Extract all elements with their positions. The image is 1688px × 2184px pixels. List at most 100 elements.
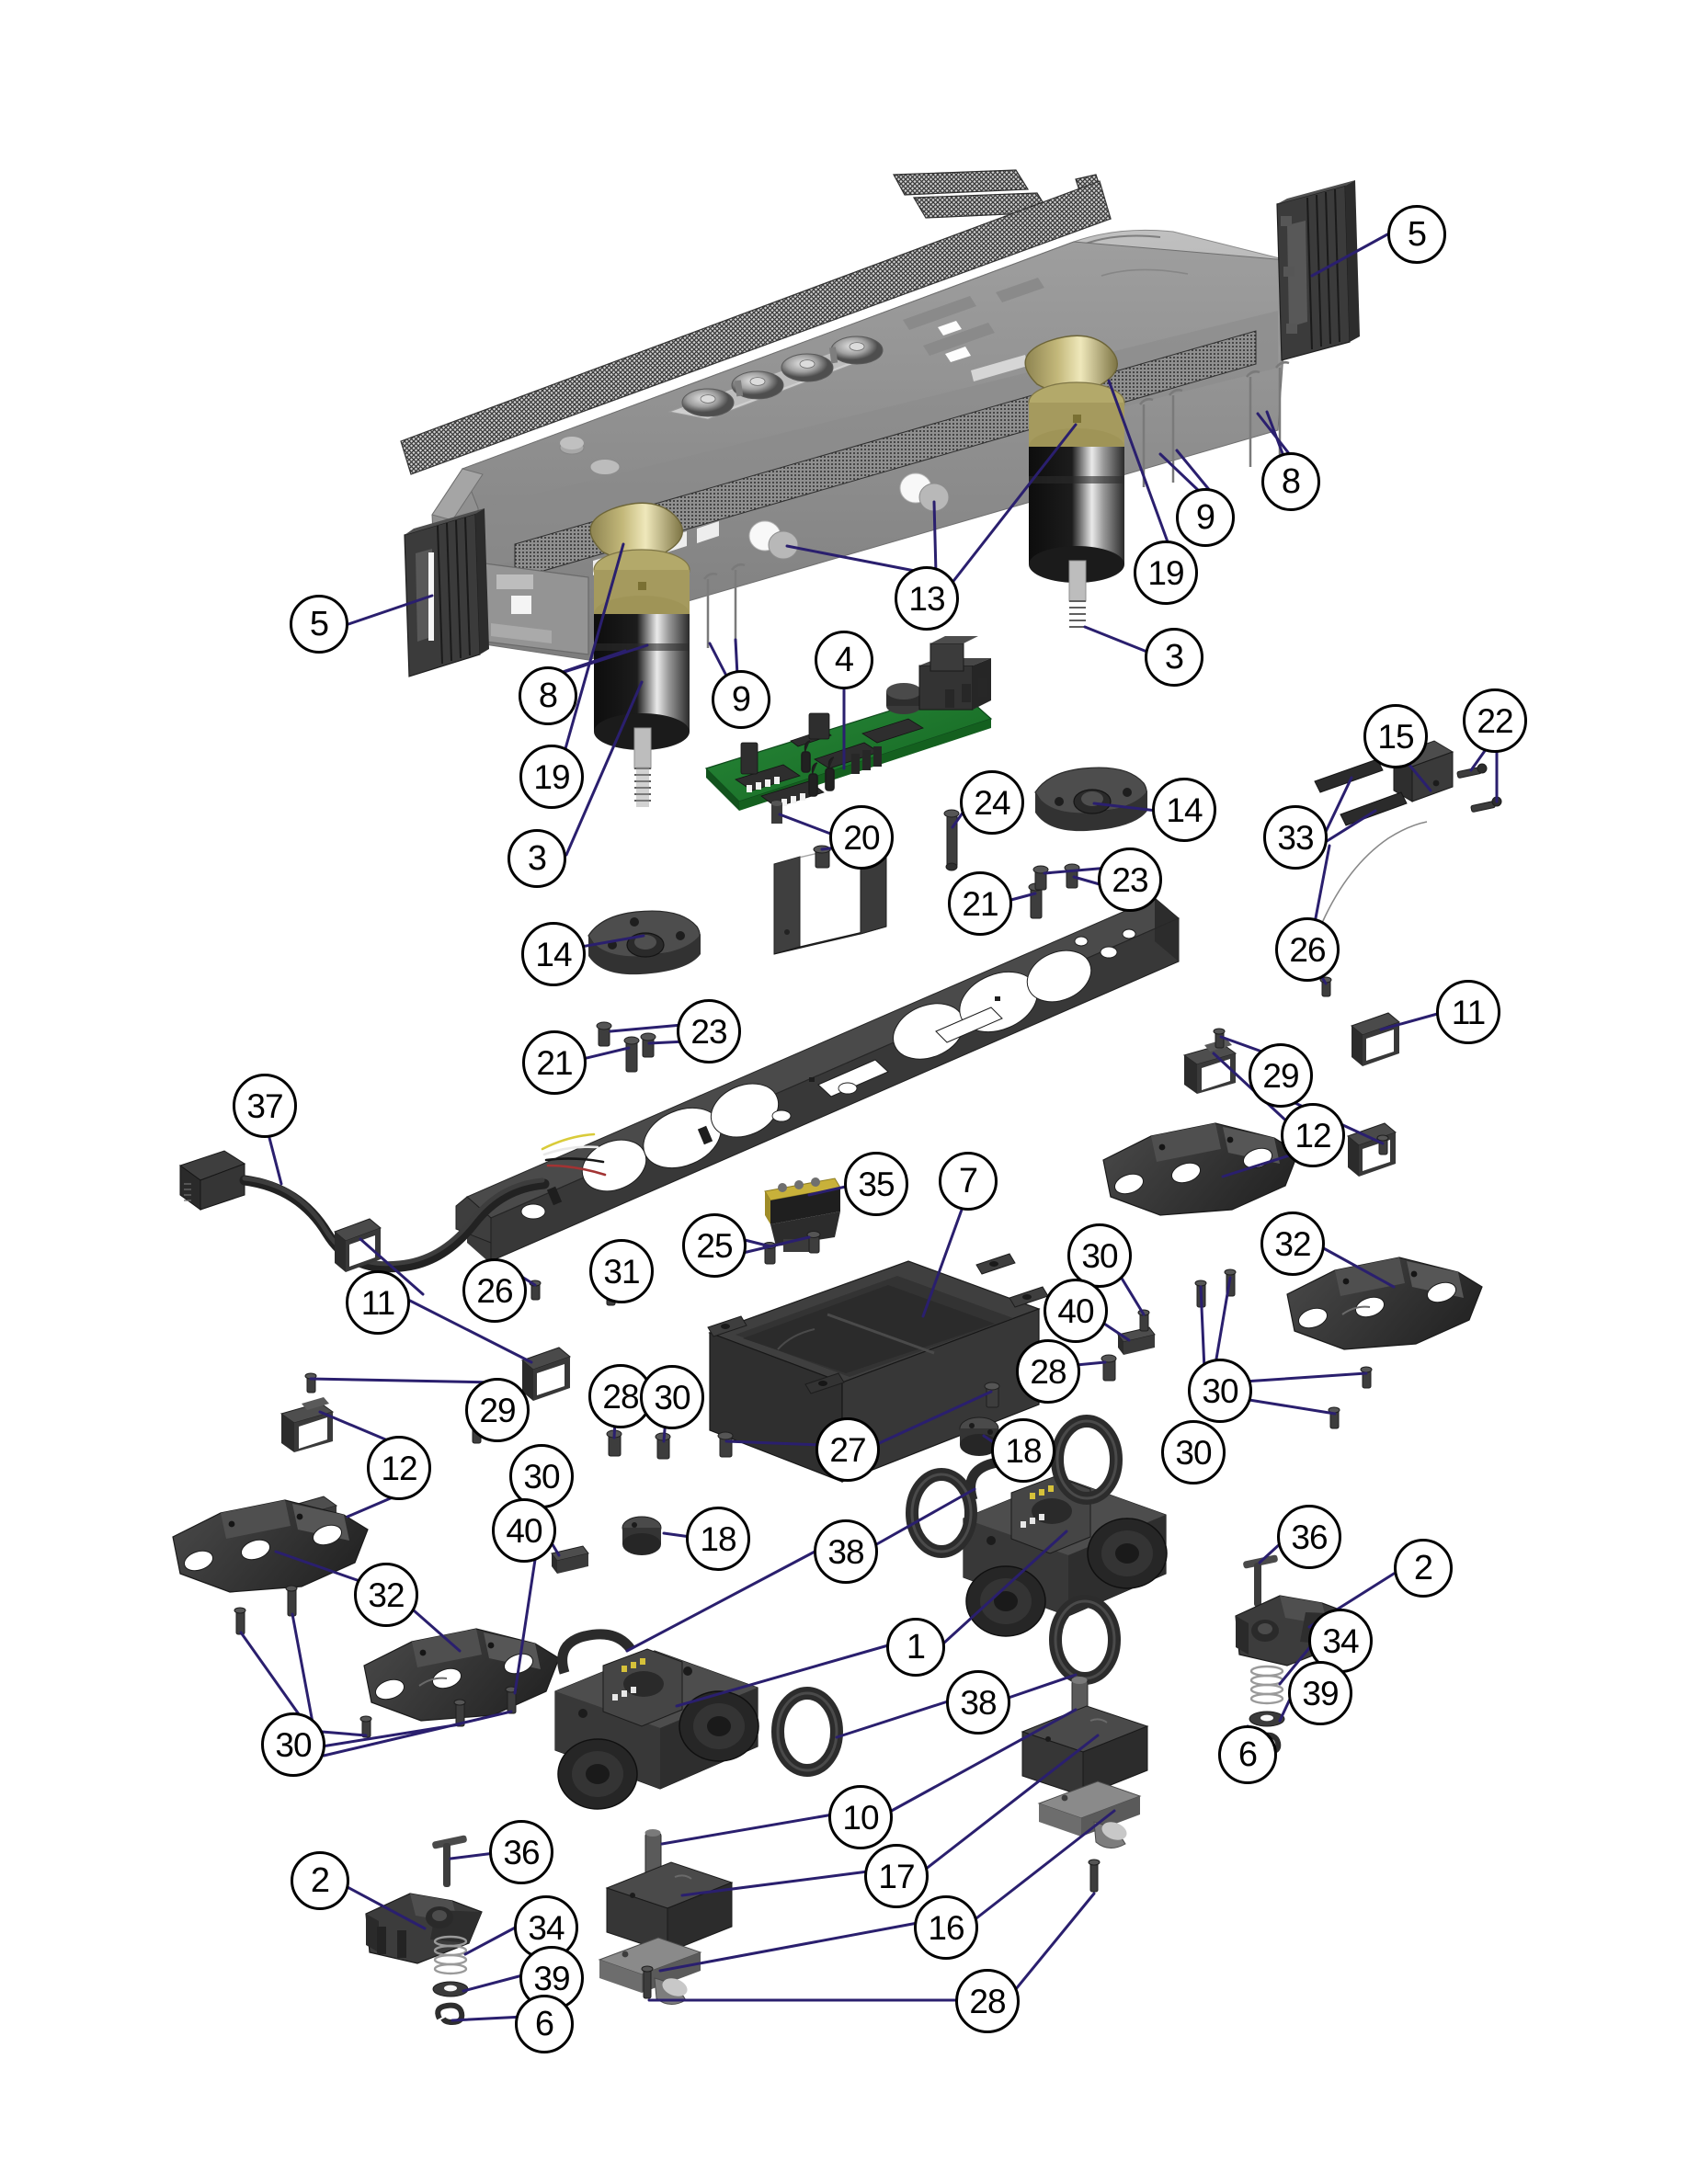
coupler-box-assembly-lower [598, 1829, 734, 2005]
callout-bubble-30[interactable]: 30 [261, 1712, 325, 1777]
callout-number: 3 [1164, 638, 1184, 677]
callout-number: 30 [523, 1457, 560, 1496]
callout-bubble-2[interactable]: 2 [291, 1851, 349, 1910]
callout-bubble-11[interactable]: 11 [346, 1270, 410, 1335]
callout-bubble-6[interactable]: 6 [1218, 1725, 1277, 1784]
callout-bubble-35[interactable]: 35 [844, 1152, 908, 1216]
callout-bubble-17[interactable]: 17 [864, 1844, 929, 1908]
callout-bubble-21[interactable]: 21 [948, 871, 1012, 936]
callout-bubble-23[interactable]: 23 [677, 999, 741, 1064]
callout-bubble-3[interactable]: 3 [508, 829, 566, 888]
callout-bubble-30[interactable]: 30 [1067, 1223, 1132, 1288]
callout-bubble-8[interactable]: 8 [519, 666, 577, 725]
callout-bubble-40[interactable]: 40 [1044, 1279, 1108, 1343]
bolster-cap-left [279, 1397, 335, 1452]
brake-shoe-detail-right [1117, 1326, 1156, 1355]
callout-number: 36 [503, 1833, 540, 1871]
callout-bubble-29[interactable]: 29 [465, 1378, 530, 1442]
screw-24 [943, 809, 960, 871]
callout-bubble-33[interactable]: 33 [1263, 805, 1328, 870]
callout-number: 6 [534, 2005, 554, 2043]
callout-bubble-7[interactable]: 7 [939, 1152, 998, 1211]
truck-assembly-rear [963, 1456, 1168, 1637]
callout-bubble-4[interactable]: 4 [815, 631, 873, 689]
callout-bubble-15[interactable]: 15 [1363, 704, 1428, 768]
callout-bubble-13[interactable]: 13 [895, 566, 959, 631]
callout-number: 9 [731, 680, 751, 719]
callout-bubble-5[interactable]: 5 [1387, 205, 1446, 264]
callout-bubble-21[interactable]: 21 [522, 1030, 587, 1095]
callout-number: 25 [696, 1226, 733, 1265]
callout-bubble-24[interactable]: 24 [960, 770, 1024, 835]
callout-bubble-25[interactable]: 25 [682, 1213, 747, 1278]
callout-bubble-14[interactable]: 14 [521, 922, 586, 986]
coupler-box-cover-upper [1021, 1705, 1149, 1797]
callout-number: 34 [528, 1908, 565, 1947]
callout-number: 18 [700, 1519, 736, 1558]
callout-bubble-32[interactable]: 32 [354, 1563, 418, 1627]
callout-number: 10 [842, 1798, 879, 1837]
callout-bubble-37[interactable]: 37 [233, 1074, 297, 1138]
callout-bubble-32[interactable]: 32 [1260, 1211, 1325, 1276]
callout-bubble-6[interactable]: 6 [515, 1995, 574, 2053]
callout-number: 40 [506, 1511, 542, 1550]
callout-bubble-10[interactable]: 10 [828, 1785, 893, 1849]
callout-bubble-36[interactable]: 36 [1277, 1505, 1341, 1569]
callout-bubble-3[interactable]: 3 [1145, 628, 1203, 687]
callout-number: 30 [1081, 1236, 1118, 1275]
callout-bubble-29[interactable]: 29 [1249, 1043, 1313, 1108]
callout-bubble-30[interactable]: 30 [640, 1365, 704, 1429]
callout-bubble-31[interactable]: 31 [589, 1239, 654, 1303]
callout-bubble-1[interactable]: 1 [886, 1618, 945, 1677]
callout-bubble-9[interactable]: 9 [1176, 488, 1235, 547]
callout-number: 22 [1477, 701, 1513, 740]
wheel-set [557, 1690, 759, 1810]
callout-number: 11 [360, 1283, 395, 1322]
callout-bubble-26[interactable]: 26 [462, 1258, 527, 1323]
callout-bubble-28[interactable]: 28 [955, 1969, 1020, 2033]
coupler-trip-pin-left [432, 1835, 467, 1887]
callout-number: 7 [958, 1162, 978, 1200]
wiring-harness [178, 1132, 607, 1273]
callout-bubble-30[interactable]: 30 [1188, 1359, 1252, 1423]
callout-bubble-39[interactable]: 39 [1288, 1661, 1352, 1725]
callout-bubble-38[interactable]: 38 [814, 1519, 878, 1584]
callout-bubble-12[interactable]: 12 [1281, 1103, 1345, 1167]
callout-number: 30 [1175, 1433, 1212, 1472]
callout-bubble-14[interactable]: 14 [1152, 778, 1216, 842]
traction-tire-a [906, 1468, 977, 1558]
callout-number: 2 [1413, 1549, 1433, 1587]
callout-bubble-28[interactable]: 28 [1016, 1339, 1080, 1404]
callout-bubble-27[interactable]: 27 [815, 1417, 880, 1482]
callout-bubble-22[interactable]: 22 [1463, 688, 1527, 753]
callout-number: 9 [1195, 498, 1215, 537]
circuit-board [704, 636, 993, 824]
callout-bubble-20[interactable]: 20 [829, 805, 894, 870]
callout-bubble-9[interactable]: 9 [712, 670, 770, 729]
callout-number: 23 [1112, 860, 1148, 899]
callout-bubble-19[interactable]: 19 [1134, 540, 1198, 605]
callout-bubble-30[interactable]: 30 [509, 1444, 574, 1508]
callout-bubble-26[interactable]: 26 [1275, 917, 1340, 982]
callout-bubble-38[interactable]: 38 [946, 1670, 1010, 1735]
callout-bubble-18[interactable]: 18 [686, 1507, 750, 1571]
callout-number: 14 [535, 935, 572, 973]
callout-bubble-16[interactable]: 16 [914, 1895, 978, 1960]
callout-bubble-30[interactable]: 30 [1161, 1420, 1226, 1484]
callout-bubble-23[interactable]: 23 [1098, 847, 1162, 912]
roof-screen-strips [400, 169, 1112, 475]
callout-bubble-40[interactable]: 40 [492, 1498, 556, 1563]
callout-bubble-8[interactable]: 8 [1261, 452, 1320, 511]
screw-29-c [1213, 1028, 1226, 1049]
callout-bubble-5[interactable]: 5 [290, 595, 348, 654]
callout-bubble-19[interactable]: 19 [519, 745, 584, 809]
callout-bubble-2[interactable]: 2 [1394, 1539, 1453, 1598]
callout-number: 6 [1237, 1735, 1258, 1774]
callout-bubble-18[interactable]: 18 [991, 1418, 1055, 1483]
callout-bubble-12[interactable]: 12 [367, 1436, 431, 1500]
callout-bubble-11[interactable]: 11 [1436, 980, 1500, 1044]
callout-number: 21 [962, 884, 998, 923]
callout-bubble-36[interactable]: 36 [489, 1820, 553, 1884]
callout-number: 11 [1451, 993, 1486, 1031]
callout-number: 32 [1274, 1224, 1311, 1263]
